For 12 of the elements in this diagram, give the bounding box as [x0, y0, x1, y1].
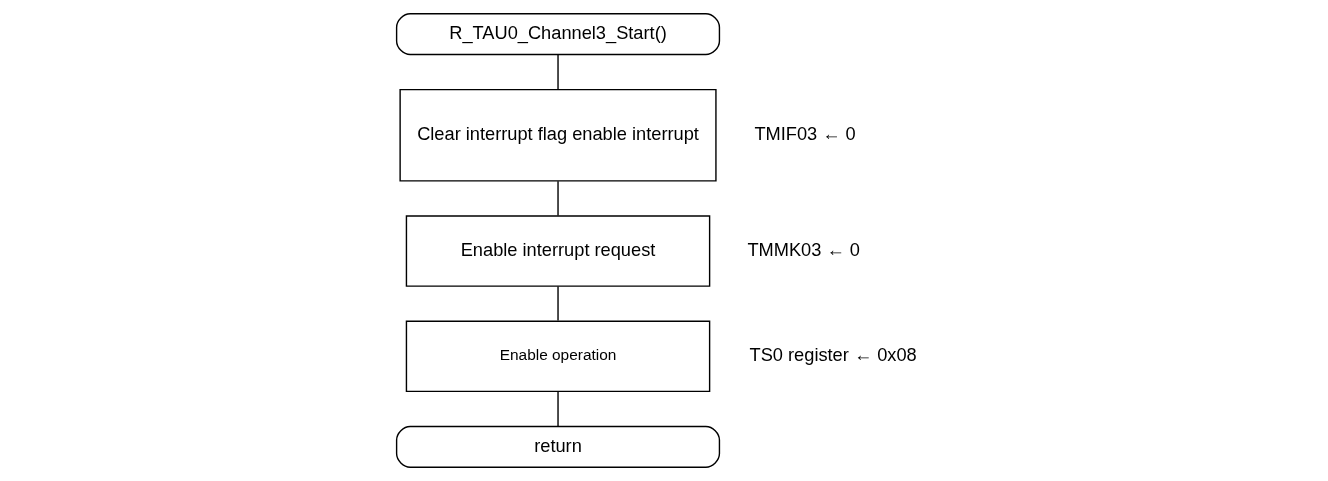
connector	[557, 391, 559, 428]
connector	[557, 54, 559, 90]
node-box: Clear interrupt flag enable interrupt	[399, 88, 717, 182]
node-label: TS0 register ← 0x08	[749, 344, 917, 366]
node-label: TMIF03 ← 0	[754, 123, 856, 144]
node-box: Enable operation	[405, 320, 711, 393]
connector	[557, 180, 559, 217]
node-box: R_TAU0_Channel3_Start()	[395, 13, 721, 56]
node-label: TMMK03 ← 0	[747, 238, 860, 260]
node-box: return	[395, 425, 721, 468]
connector	[557, 285, 559, 322]
node-box: Enable interrupt request	[405, 215, 711, 287]
